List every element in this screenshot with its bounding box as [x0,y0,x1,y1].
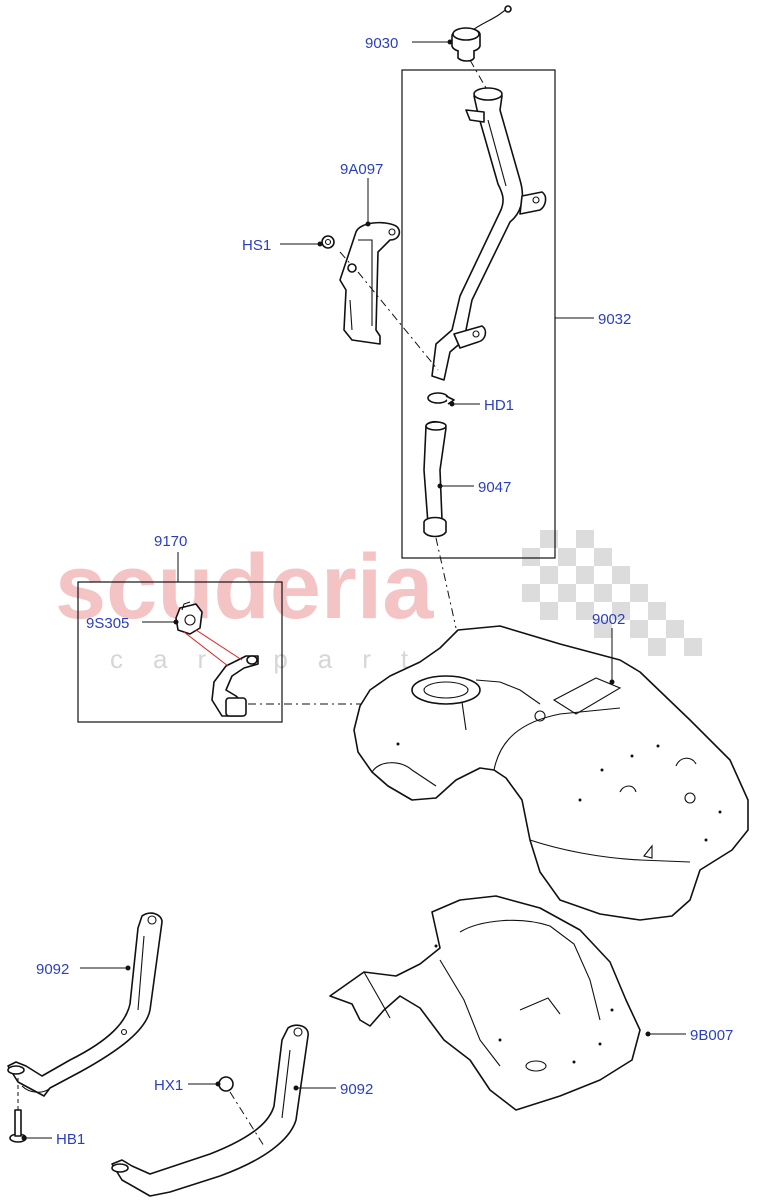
screw-hs1[interactable] [321,235,335,249]
tank-strap-right[interactable] [111,1024,309,1197]
watermark: scuderia car parts [55,530,702,674]
tank-heat-shield[interactable] [329,895,641,1111]
fuel-filler-cap[interactable] [451,5,512,62]
filler-hose[interactable] [423,420,447,538]
filler-neck-pipe[interactable] [431,87,547,381]
filler-neck-group-box [401,69,556,559]
plug-hx1[interactable] [218,1076,234,1092]
callout-9B007: 9B007 [690,1027,733,1044]
hose-link-line-2 [195,629,243,661]
callout-9047: 9047 [478,479,511,496]
callout-9002: 9002 [592,611,625,628]
strap-bolt-hb1[interactable] [9,1078,27,1143]
watermark-tagline: car parts [110,644,481,674]
callout-9S305: 9S305 [86,615,129,632]
hose-link-line-1 [183,631,229,667]
tank-strap-left[interactable] [7,912,163,1097]
watermark-brand: scuderia [55,536,434,638]
callout-HS1: HS1 [242,237,271,254]
callout-9092-right: 9092 [340,1081,373,1098]
callout-9092-left: 9092 [36,961,69,978]
callout-HB1: HB1 [56,1131,85,1148]
callout-9A097: 9A097 [340,161,383,178]
watermark-checker-flag [522,530,702,656]
vent-valve-group-box [77,581,283,723]
callout-HD1: HD1 [484,397,514,414]
callout-9030: 9030 [365,35,398,52]
callout-9170: 9170 [154,533,187,550]
filler-neck-bracket[interactable] [339,221,401,345]
vent-hose[interactable] [211,655,259,717]
fuel-tank[interactable] [353,625,749,921]
hose-clip-hd1[interactable] [427,392,455,405]
callout-HX1: HX1 [154,1077,183,1094]
callout-9032: 9032 [598,311,631,328]
